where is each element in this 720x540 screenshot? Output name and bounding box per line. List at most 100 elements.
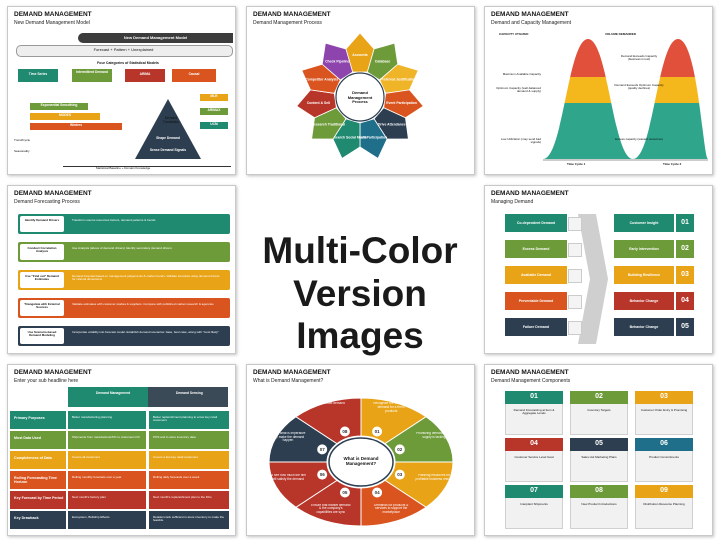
action-item xyxy=(614,214,674,232)
row-text-b: Next month's replenishment plan to the D… xyxy=(153,495,212,499)
row-text-b: Better replenishment planning to a few k… xyxy=(153,415,218,423)
component-text: Customer Service Level Goal xyxy=(514,455,554,459)
demand-type-item xyxy=(505,292,567,310)
component-number: 07 xyxy=(530,487,538,494)
cycle-label: Drive Attendance xyxy=(378,123,406,127)
row-label: Completeness of Data xyxy=(14,456,52,460)
volume-label: VOLUME DEMANDED xyxy=(605,32,637,36)
action-item xyxy=(614,240,674,258)
forecast-bar xyxy=(16,45,233,57)
component-text: Customer Order Entry & Promising xyxy=(640,408,688,412)
demand-type-item xyxy=(505,214,567,232)
slide-thumbnail-8[interactable]: DEMAND MANAGEMENT What is Demand Managem… xyxy=(246,364,475,536)
center-title-line1: Multi-Color xyxy=(262,230,458,271)
cycle-segment xyxy=(321,42,354,81)
slide-subtitle: New Demand Management Model xyxy=(14,20,90,26)
box-time-series-label: Time Series xyxy=(28,72,48,76)
component-number: 06 xyxy=(660,440,668,447)
ring-number: 03 xyxy=(397,472,403,477)
ring-text: Recognize the sources of demand for a fi… xyxy=(373,402,410,413)
action-number-box xyxy=(676,318,694,336)
side-label-seasonality: Seasonality xyxy=(14,149,30,153)
cycle-label: Check Pipeline xyxy=(325,60,349,64)
action-number-box xyxy=(676,292,694,310)
demand-type-label: Available Demand xyxy=(520,273,552,277)
cycle-label: Database xyxy=(375,60,390,64)
slide-subtitle: What is Demand Management? xyxy=(253,378,324,384)
demand-type-icon xyxy=(568,295,582,309)
cycle-center-circle xyxy=(335,72,385,122)
slide-title: DEMAND MANAGEMENT xyxy=(14,190,92,197)
cycle-segment xyxy=(373,107,409,140)
left-label-max: Maximum Available Capacity xyxy=(502,72,541,76)
ring-text: To forecast demand xyxy=(316,402,345,406)
component-number-bar xyxy=(505,391,563,404)
center-title: Multi-Color Version Images xyxy=(240,230,480,358)
demand-type-item xyxy=(505,240,567,258)
ring-number-badge xyxy=(339,426,350,437)
component-text: Product Commitments xyxy=(649,455,679,459)
cycle-label: Preferred Justification xyxy=(380,78,416,82)
row-text-a: Better manufacturing planning xyxy=(72,415,113,419)
action-item xyxy=(614,292,674,310)
x-label-1: Time Cycle 1 xyxy=(567,162,586,166)
slide-thumbnail-1[interactable]: DEMAND MANAGEMENT New Demand Management … xyxy=(7,6,236,175)
slide-thumbnail-3[interactable]: DEMAND MANAGEMENT Demand and Capacity Ma… xyxy=(484,6,713,175)
chevron-arrow xyxy=(578,214,608,344)
action-label: Early Intervention xyxy=(629,247,659,251)
demand-type-label: Co-dependent Demand xyxy=(516,221,556,225)
ring-number: 06 xyxy=(320,472,326,477)
cycle-label: Event Participation xyxy=(356,135,387,139)
slide-thumbnail-4[interactable]: DEMAND MANAGEMENT Demand Forecasting Pro… xyxy=(7,185,236,354)
model-bar-label: New Demand Management Model xyxy=(123,35,188,40)
ring-text: Demands for products & services to suppo… xyxy=(374,503,409,515)
step-label-box xyxy=(20,272,64,288)
ring-number: 01 xyxy=(375,429,381,434)
slide-title: DEMAND MANAGEMENT xyxy=(491,11,569,18)
action-number-box xyxy=(676,240,694,258)
box-arima-label: ARIMA xyxy=(139,72,151,76)
row-arimax-label: ARIMAX xyxy=(207,108,221,112)
step-label-box xyxy=(20,216,64,232)
step-label: Use "Find out" Demand Estimates xyxy=(25,274,59,282)
row-cell-a xyxy=(68,511,146,529)
ring-text: Doing what is imperative help make the d… xyxy=(270,431,306,443)
row-text-a: Covers all customers xyxy=(72,455,101,459)
row-cell-a xyxy=(68,491,146,509)
component-text: Distribution Resource Planning xyxy=(643,502,685,506)
row-cell-a xyxy=(68,451,146,469)
cycle-label: Event Participation xyxy=(386,101,417,105)
slide-title: DEMAND MANAGEMENT xyxy=(14,369,92,376)
ring-number-badge xyxy=(394,469,405,480)
ring-center-label: What is Demand Management? xyxy=(343,456,379,467)
slide-thumbnail-9[interactable]: DEMAND MANAGEMENT Demand Management Comp… xyxy=(484,364,713,536)
step-label: Use Scenario-based Demand Modeling xyxy=(27,330,57,338)
slide-thumbnail-2[interactable]: DEMAND MANAGEMENT Demand Management Proc… xyxy=(246,6,475,175)
action-label: Building Resilience xyxy=(627,273,661,277)
ring-number: 05 xyxy=(342,490,348,495)
step-bar xyxy=(18,214,230,234)
ring-number: 08 xyxy=(342,429,348,434)
row-cell-b xyxy=(149,471,229,489)
slide-subtitle: Enter your sub headline here xyxy=(14,378,79,384)
ring-text-container: Doing what is imperative help make the d… xyxy=(270,431,306,443)
slide-thumbnail-7[interactable]: DEMAND MANAGEMENT Enter your sub headlin… xyxy=(7,364,236,536)
slide-subtitle: Managing Demand xyxy=(491,199,534,205)
action-number-box xyxy=(676,266,694,284)
row-ucm-label: UCM xyxy=(210,122,218,126)
slide-subtitle: Demand Management Components xyxy=(491,378,571,384)
center-title-line2: Version Images xyxy=(293,272,427,357)
row-text-b: Rolling daily forecasts over a week xyxy=(153,475,200,479)
note-excess: Excess capacity (wasted resources) xyxy=(615,137,663,141)
row-text-b: Covers a few key retail customers xyxy=(153,455,199,459)
cycle-label: Research Traditional xyxy=(312,123,345,127)
demand-type-label: Excess Demand xyxy=(522,247,550,251)
x-label-2: Time Cycle 2 xyxy=(663,162,682,166)
row-winters-label: Winters xyxy=(69,123,83,127)
component-text: Inventory Targets xyxy=(587,408,611,412)
cycle-segment xyxy=(296,89,337,119)
demand-type-icon xyxy=(568,269,582,283)
component-number: 04 xyxy=(530,440,538,447)
slide-thumbnail-6[interactable]: DEMAND MANAGEMENT Managing Demand Co-dep… xyxy=(484,185,713,354)
component-number: 01 xyxy=(530,393,538,400)
